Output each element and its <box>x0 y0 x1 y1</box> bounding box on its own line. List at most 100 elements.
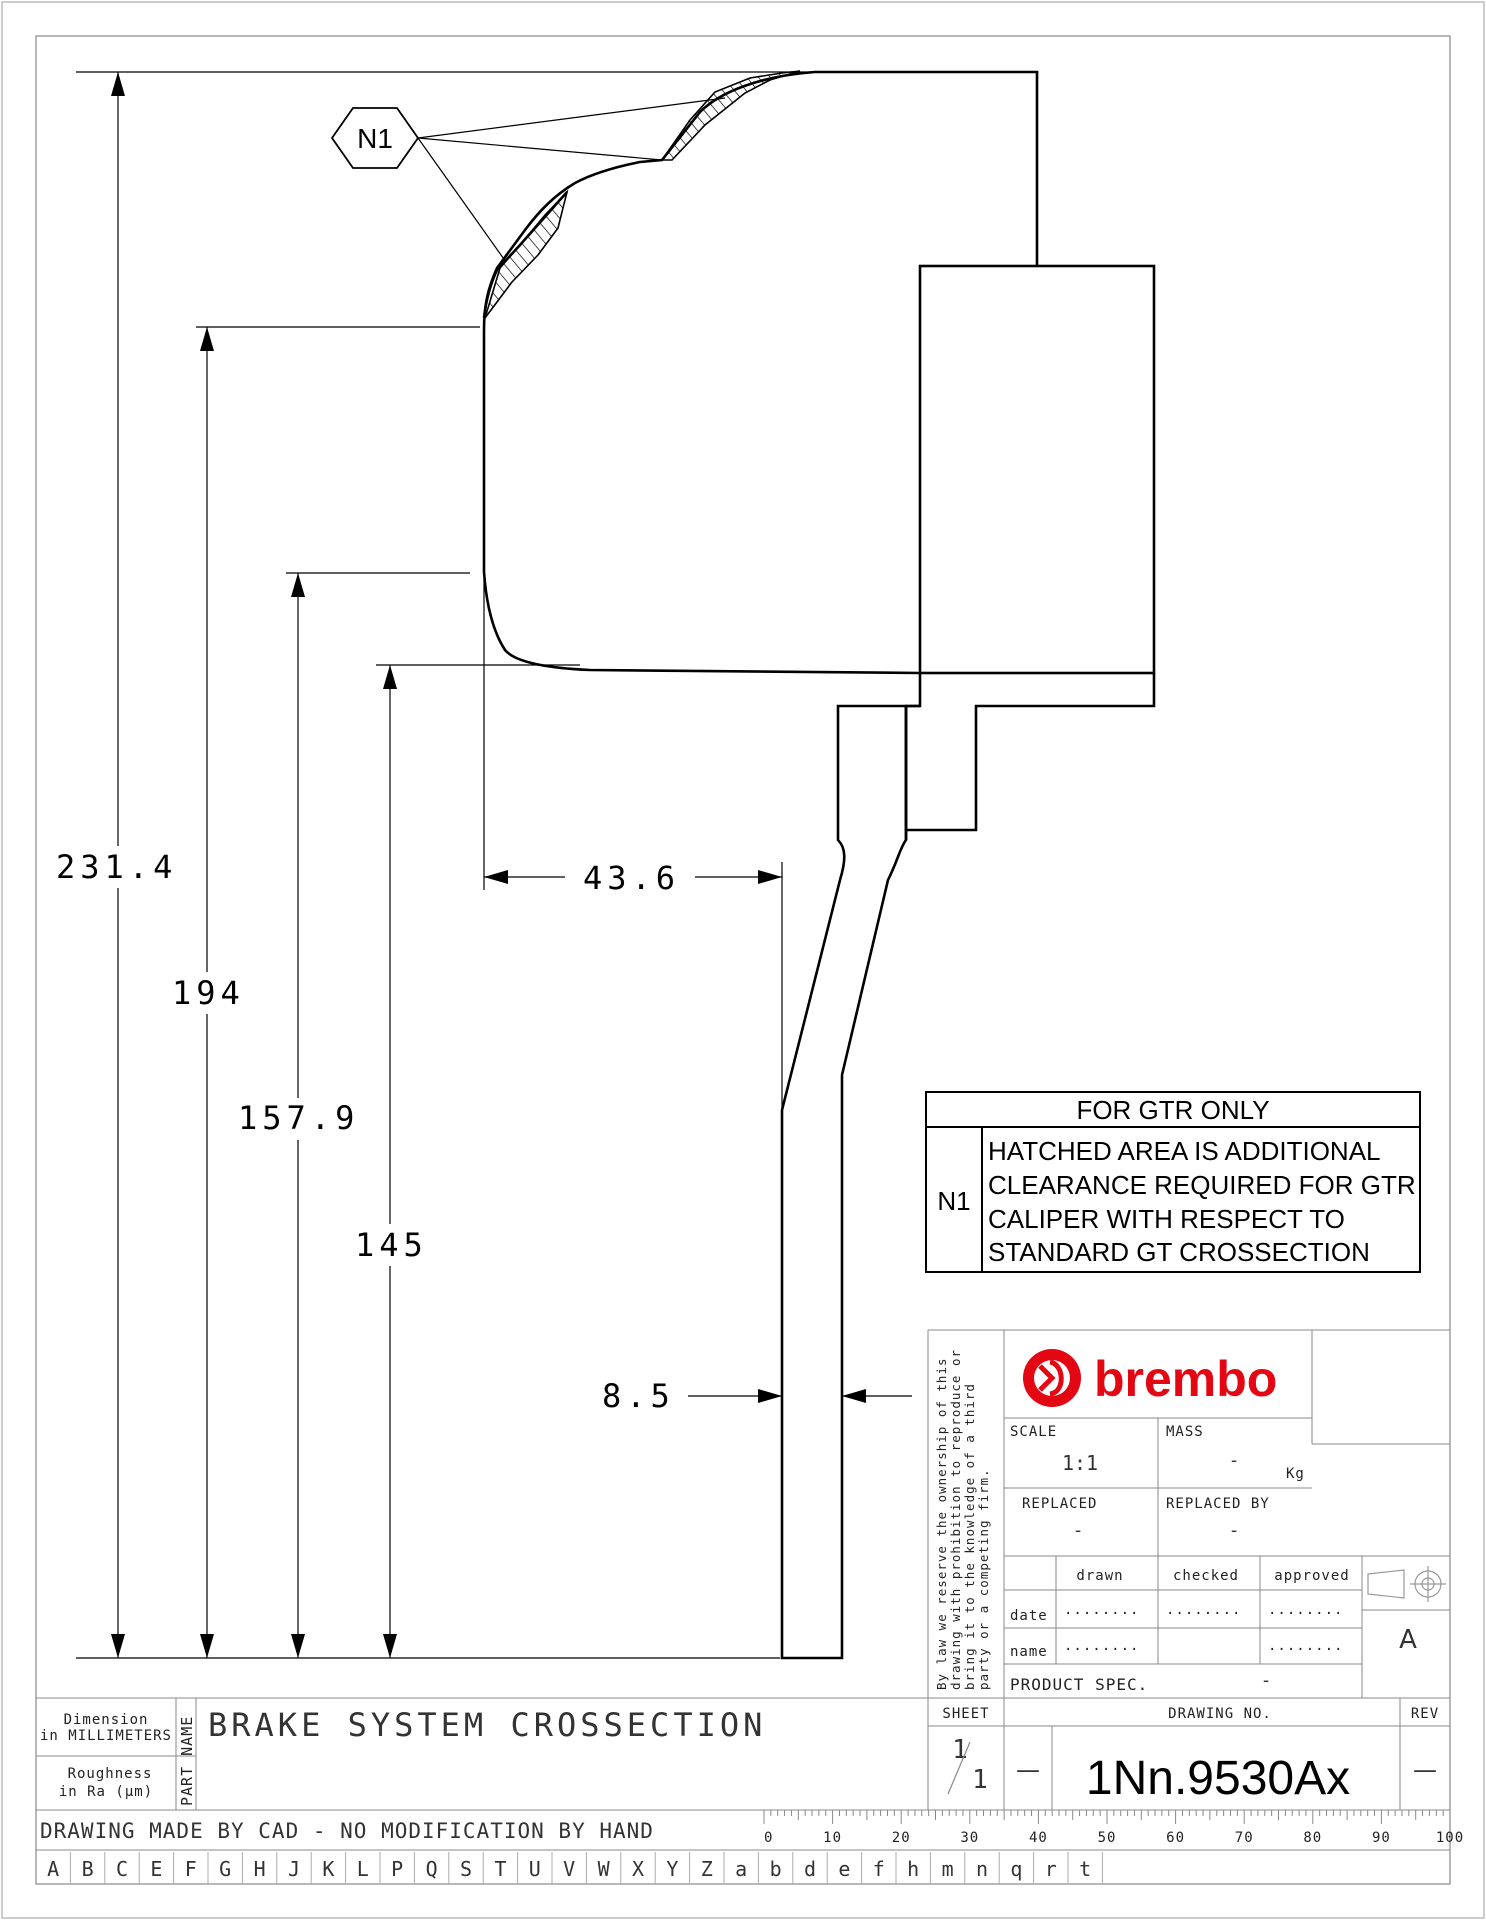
dim-145: 145 <box>355 1226 428 1264</box>
product-spec-label: PRODUCT SPEC. <box>1010 1675 1148 1694</box>
grid-letter: G <box>219 1857 231 1881</box>
grid-letter: m <box>942 1857 954 1881</box>
ruler-label: 60 <box>1166 1830 1185 1846</box>
note-box: FOR GTR ONLY N1 HATCHED AREA IS ADDITION… <box>925 1091 1421 1273</box>
clearance-outer-boundary <box>482 191 568 319</box>
replaced-value: - <box>1073 1520 1084 1541</box>
replaced-by-label: REPLACED BY <box>1166 1496 1270 1512</box>
roughness-line-2: in Ra (µm) <box>59 1784 153 1800</box>
projection-symbol-icon <box>1367 1566 1446 1602</box>
n1-callout: N1 <box>330 97 726 263</box>
ruler-label: 100 <box>1436 1830 1464 1846</box>
product-spec-value: - <box>1261 1670 1272 1691</box>
scale-value: 1:1 <box>1062 1451 1098 1475</box>
disc-hat-outline <box>780 704 920 1660</box>
brembo-logo: brembo <box>1023 1349 1277 1407</box>
name-label: name <box>1010 1644 1048 1660</box>
ruler-label: 0 <box>764 1830 773 1846</box>
drawing-no-label: DRAWING NO. <box>1168 1706 1272 1722</box>
grid-letter: P <box>391 1857 403 1881</box>
ruler-label: 80 <box>1303 1830 1322 1846</box>
grid-letter: e <box>838 1857 850 1881</box>
mass-label: MASS <box>1166 1424 1204 1440</box>
dim-43-6: 43.6 <box>583 859 680 897</box>
grid-letter: Y <box>666 1857 678 1881</box>
grid-letter: n <box>976 1857 988 1881</box>
grid-letter: t <box>1079 1857 1091 1881</box>
note-line-1: HATCHED AREA IS ADDITIONAL <box>988 1136 1381 1166</box>
grid-letter: T <box>494 1857 506 1881</box>
size-letter: A <box>1399 1625 1417 1655</box>
grid-letter: d <box>804 1857 816 1881</box>
replaced-label: REPLACED <box>1022 1496 1097 1512</box>
sheet-label: SHEET <box>942 1706 989 1722</box>
sheet-denominator: 1 <box>972 1765 988 1795</box>
ruler-label: 20 <box>892 1830 911 1846</box>
housing-step <box>904 673 1156 832</box>
name-approved-dots: ........ <box>1268 1638 1343 1654</box>
grid-letter: a <box>735 1857 747 1881</box>
part-name-label: PART NAME <box>178 1716 196 1806</box>
drawn-label: drawn <box>1076 1568 1123 1584</box>
mass-value: - <box>1229 1450 1240 1471</box>
grid-letter: B <box>82 1857 94 1881</box>
grid-letter: X <box>632 1857 644 1881</box>
drawing-frame <box>35 35 1451 1885</box>
note-line-4: STANDARD GT CROSSECTION <box>988 1237 1370 1267</box>
grid-letter: f <box>873 1857 885 1881</box>
grid-letter: E <box>150 1857 162 1881</box>
ruler-label: 40 <box>1029 1830 1048 1846</box>
grid-letter: Z <box>701 1857 713 1881</box>
grid-letter: Q <box>426 1857 438 1881</box>
dim-8-5: 8.5 <box>602 1377 675 1415</box>
grid-letter: r <box>1045 1857 1057 1881</box>
date-checked-dots: ........ <box>1166 1602 1241 1618</box>
date-label: date <box>1010 1608 1048 1624</box>
ruler-label: 30 <box>960 1830 979 1846</box>
ownership-line-4: party or a competing firm. <box>976 1468 991 1690</box>
checked-label: checked <box>1173 1568 1239 1584</box>
pad-housing-block <box>918 264 1156 675</box>
grid-letter: V <box>563 1857 575 1881</box>
brembo-wordmark: brembo <box>1094 1351 1277 1407</box>
mass-unit: Kg <box>1286 1466 1305 1482</box>
ruler-label: 70 <box>1235 1830 1254 1846</box>
note-line-3: CALIPER WITH RESPECT TO <box>988 1204 1345 1234</box>
approved-label: approved <box>1274 1568 1349 1584</box>
sheet-dash: — <box>1016 1756 1040 1784</box>
grid-letter: C <box>116 1857 128 1881</box>
dim-231-4: 231.4 <box>56 848 177 886</box>
ruler-label: 90 <box>1372 1830 1391 1846</box>
date-drawn-dots: ........ <box>1064 1602 1139 1618</box>
grid-letter: U <box>529 1857 541 1881</box>
grid-letter: S <box>460 1857 472 1881</box>
grid-letter: L <box>357 1857 369 1881</box>
cad-note: DRAWING MADE BY CAD - NO MODIFICATION BY… <box>40 1819 654 1843</box>
drawing-number: 1Nn.9530Ax <box>1086 1752 1350 1805</box>
ruler-label: 10 <box>823 1830 842 1846</box>
ownership-line-3: bring it to the knowledge of a third <box>962 1383 977 1690</box>
dimension-unit-line-1: Dimension <box>64 1712 149 1728</box>
grid-letter: F <box>185 1857 197 1881</box>
dimension-unit-line-2: in MILLIMETERS <box>40 1728 172 1744</box>
ownership-line-1: By law we reserve the ownership of this <box>934 1358 949 1691</box>
cross-section-outline <box>482 70 1156 1660</box>
dimension-lines <box>76 71 1037 1659</box>
roughness-line-1: Roughness <box>68 1766 153 1782</box>
grid-letter: A <box>47 1857 59 1881</box>
rev-value: — <box>1413 1756 1437 1784</box>
scale-label: SCALE <box>1010 1424 1057 1440</box>
ownership-line-2: drawing with prohibition to reproduce or <box>948 1349 963 1690</box>
grid-letter: q <box>1010 1857 1022 1881</box>
hatched-area-upper <box>660 70 801 161</box>
grid-letter: H <box>254 1857 266 1881</box>
title-block: By law we reserve the ownership of this … <box>36 1329 1450 1851</box>
name-drawn-dots: ........ <box>1064 1638 1139 1654</box>
note-tag: N1 <box>937 1186 970 1216</box>
caliper-body-outline <box>482 70 1039 675</box>
dimension-values: 231.4 194 157.9 145 43.6 8.5 <box>52 846 680 1415</box>
date-approved-dots: ........ <box>1268 1602 1343 1618</box>
